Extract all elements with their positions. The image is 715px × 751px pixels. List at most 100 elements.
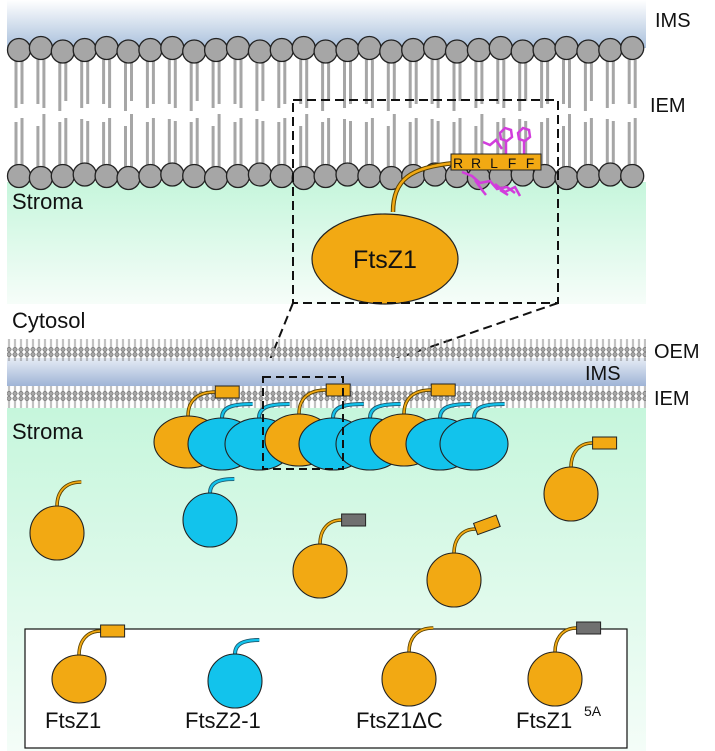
iem-label-top: IEM xyxy=(650,95,686,117)
lipid-head xyxy=(313,163,338,189)
stroma-label-bottom: Stroma xyxy=(12,419,84,444)
lipid-head xyxy=(620,35,645,61)
lipid-head xyxy=(160,162,185,187)
lipid-head xyxy=(72,162,97,187)
tag-rect xyxy=(576,621,602,635)
lipid-head xyxy=(138,163,163,189)
lipid-head xyxy=(598,37,623,63)
motif-tag xyxy=(100,624,126,638)
iem-label-bottom: IEM xyxy=(654,388,690,410)
legend-label-ftsz1: FtsZ1 xyxy=(45,708,101,733)
lipid-head xyxy=(72,37,97,63)
lipid-head xyxy=(116,39,141,64)
lipid-head xyxy=(28,35,54,61)
c-terminal-tether-fill xyxy=(298,389,327,415)
lipid-head xyxy=(357,35,382,61)
c-terminal-tether-fill xyxy=(368,402,401,419)
tag-rect xyxy=(214,385,240,399)
ims-region-bottom xyxy=(7,358,646,386)
c-terminal-tether-fill xyxy=(438,402,471,419)
lipid-head xyxy=(576,39,601,64)
ftsz1-protein xyxy=(426,552,482,608)
tag-rect xyxy=(430,383,456,397)
lipid-head xyxy=(247,162,273,187)
ims-label-bottom: IMS xyxy=(585,363,621,385)
zoom-box-bottom xyxy=(262,376,344,470)
cytosol-label: Cytosol xyxy=(12,308,85,333)
lipid-head xyxy=(510,39,535,64)
c-terminal-tether-fill xyxy=(233,638,260,655)
legend-icon-ftsz2-1 xyxy=(207,638,263,709)
motif-residue: F xyxy=(508,155,517,171)
ftsz1-protein-large xyxy=(311,213,459,305)
lipid-head xyxy=(247,39,273,64)
c-terminal-tether-fill xyxy=(220,402,253,419)
lipid-head xyxy=(225,35,251,61)
ftsz1-protein xyxy=(543,466,599,522)
fts-filament xyxy=(153,383,509,471)
free-ftsz1-delta-c xyxy=(29,480,85,561)
lipid-heads-upper xyxy=(6,35,645,64)
legend-label-ftsz1-5a: FtsZ1 xyxy=(516,708,572,733)
lipid-head xyxy=(182,163,207,189)
c-terminal-tether-fill xyxy=(408,627,434,653)
legend-icon-ftsz1-delta-c xyxy=(381,626,437,707)
lipid-head xyxy=(116,165,141,191)
ftsz1-protein xyxy=(527,651,583,707)
lipid-head xyxy=(488,35,513,61)
tag-rect xyxy=(472,514,501,536)
lipid-head xyxy=(138,37,163,63)
tag-rect xyxy=(100,624,126,638)
oem-label: OEM xyxy=(654,341,700,363)
free-ftsz1 xyxy=(543,436,618,522)
lipid-head xyxy=(94,163,119,189)
legend-box xyxy=(24,628,628,749)
lipid-head xyxy=(182,39,207,64)
motif-tag xyxy=(325,383,351,397)
lipid-head xyxy=(313,39,338,64)
filament-subunit xyxy=(439,402,509,471)
lipid-head xyxy=(379,39,404,64)
c-terminal-tether-fill xyxy=(570,442,593,468)
c-terminal-tether-fill xyxy=(453,528,476,554)
iem-bilayer xyxy=(7,386,646,408)
lipid-head xyxy=(620,163,645,189)
lipid-head xyxy=(291,35,316,61)
c-terminal-tether-fill xyxy=(187,391,216,417)
legend-icon-ftsz1 xyxy=(51,624,126,704)
ftsz2-1-protein xyxy=(439,417,509,471)
lipid-head xyxy=(94,35,119,61)
tag-rect xyxy=(325,383,351,397)
lipid-head xyxy=(6,163,32,189)
motif-tag xyxy=(592,436,618,450)
lipid-head xyxy=(269,163,294,189)
c-terminal-tether-fill xyxy=(319,519,342,545)
motif-tag xyxy=(472,514,501,536)
ftsz1-protein xyxy=(292,543,348,599)
amphipathic-helix-icon xyxy=(461,126,532,197)
legend-icon-ftsz1-5a xyxy=(527,621,602,707)
lipid-head xyxy=(357,163,382,189)
free-ftsz1-tilted xyxy=(426,514,501,608)
c-terminal-tether-fill xyxy=(257,402,290,419)
motif-tag xyxy=(430,383,456,397)
ftsz1-protein xyxy=(51,654,107,704)
c-terminal-tether-fill xyxy=(208,477,235,494)
legend-label-ftsz1-delta-c: FtsZ1ΔC xyxy=(356,708,443,733)
motif-residue: F xyxy=(526,155,535,171)
oem-bilayer xyxy=(7,339,646,361)
mutant-tag xyxy=(576,621,602,635)
lipid-tails-top xyxy=(14,60,637,170)
legend-label-ftsz2-1: FtsZ2-1 xyxy=(185,708,261,733)
lipid-head xyxy=(50,163,75,189)
ftsz1-protein xyxy=(29,505,85,561)
lipid-head xyxy=(291,165,316,191)
lipid-head xyxy=(160,35,185,61)
lipid-head xyxy=(269,37,294,63)
free-ftsz2-1 xyxy=(182,477,238,548)
lipid-heads-lower xyxy=(6,162,645,191)
c-terminal-tether-fill xyxy=(56,481,82,507)
c-terminal-tether-fill xyxy=(554,627,577,653)
